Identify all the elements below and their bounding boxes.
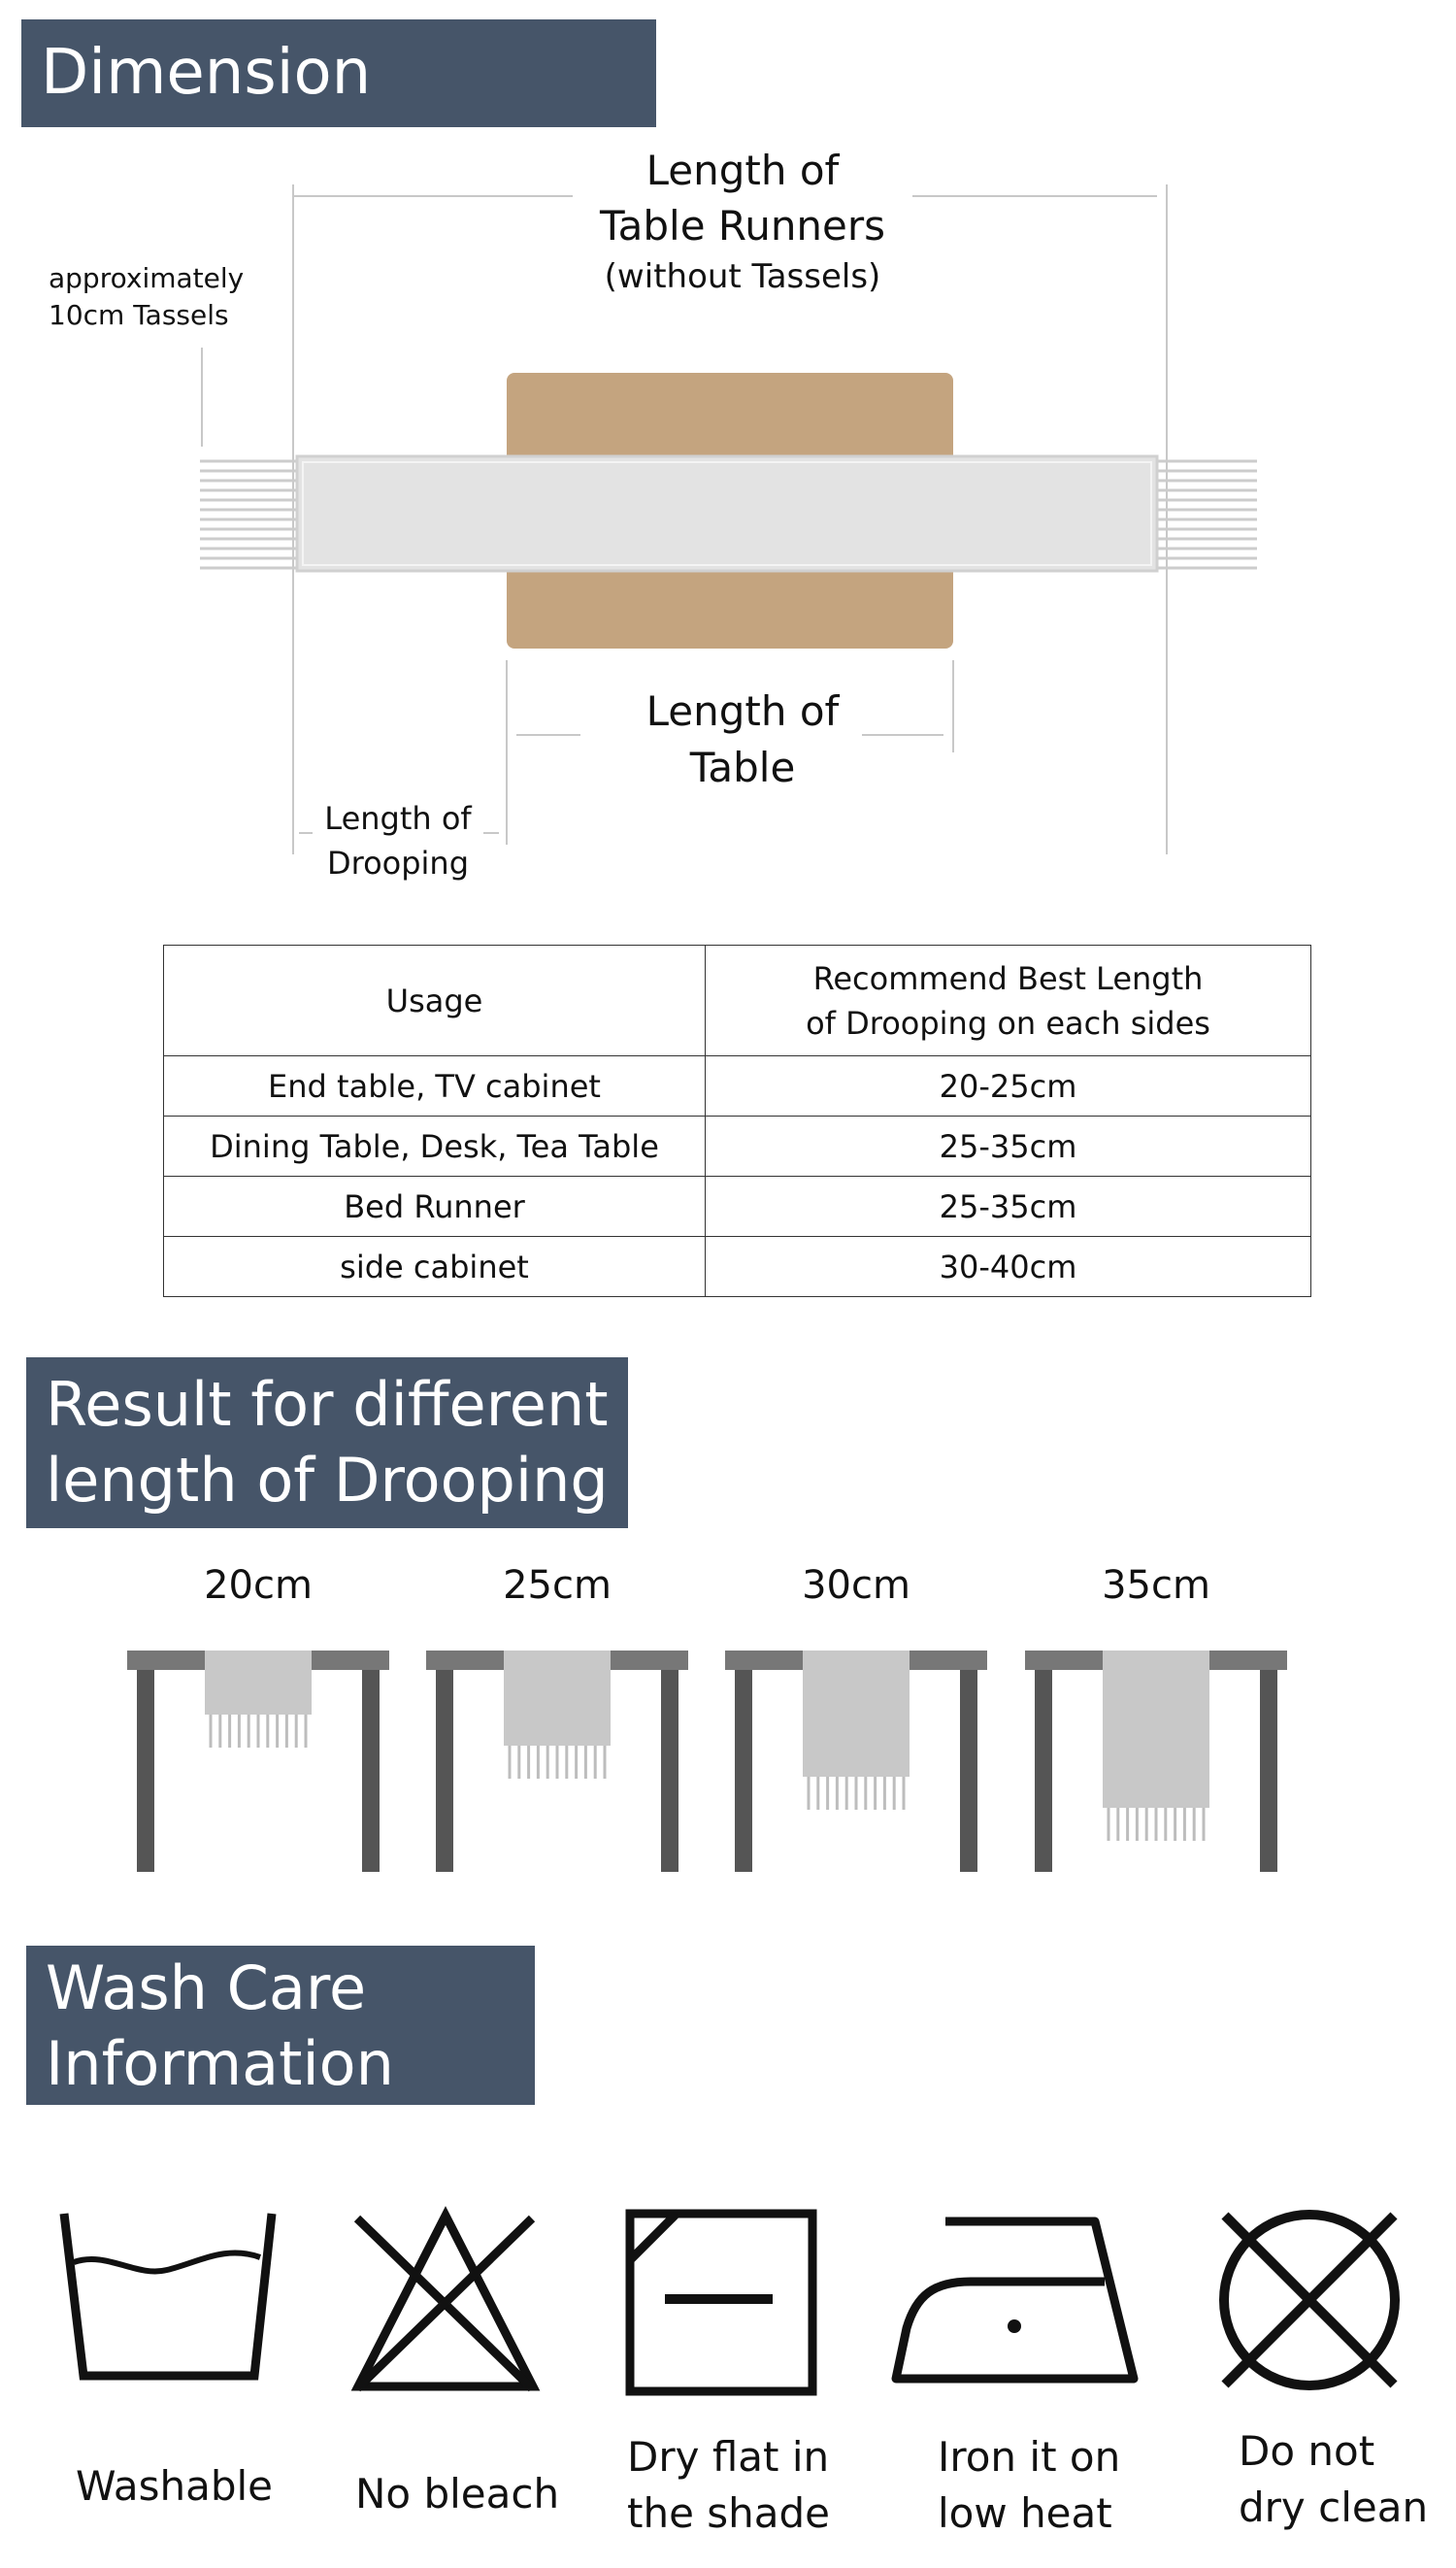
usage-table: Usage Recommend Best Length of Drooping … <box>163 945 1311 1297</box>
example-table-leg <box>661 1670 678 1872</box>
example-runner <box>803 1651 910 1777</box>
care-label-iron: Iron it on low heat <box>938 2433 1121 2537</box>
table-row: End table, TV cabinet 20-25cm <box>163 1055 1311 1117</box>
drooping-length-label: Length of Drooping <box>324 800 472 882</box>
table-row: side cabinet 30-40cm <box>163 1236 1311 1297</box>
table-length-label: Length of Table <box>645 687 840 791</box>
care-label-washable: Washable <box>76 2462 273 2510</box>
length-cell: 20-25cm <box>705 1055 1311 1117</box>
example-runner <box>504 1651 611 1746</box>
usage-header: Usage <box>163 945 706 1056</box>
drooping-results-heading: Result for different length of Drooping <box>26 1357 628 1528</box>
table-row: Bed Runner 25-35cm <box>163 1176 1311 1237</box>
dimension-analysis-heading: Dimension Analysis <box>21 19 656 217</box>
drooping-length-value: 35cm <box>1102 1563 1210 1608</box>
example-table-leg <box>735 1670 752 1872</box>
length-cell: 25-35cm <box>705 1176 1311 1237</box>
example-runner <box>205 1651 312 1715</box>
care-label-no-bleach: No bleach <box>355 2470 560 2518</box>
table-row: Dining Table, Desk, Tea Table 25-35cm <box>163 1116 1311 1177</box>
example-table-leg <box>362 1670 380 1872</box>
drooping-example <box>127 1651 389 1872</box>
usage-cell: Dining Table, Desk, Tea Table <box>163 1116 706 1177</box>
tassel-label: approximately 10cm Tassels <box>49 262 245 331</box>
runner-length-label: Length of Table Runners (without Tassels… <box>599 147 886 296</box>
example-table-leg <box>960 1670 977 1872</box>
care-label-dry-flat: Dry flat in the shade <box>627 2433 831 2537</box>
heading-text: Dimension Analysis <box>41 37 372 217</box>
length-cell: 25-35cm <box>705 1116 1311 1177</box>
drooping-example <box>725 1651 987 1872</box>
usage-cell: Bed Runner <box>163 1176 706 1237</box>
care-label-no-dry-clean: Do not dry clean <box>1239 2427 1429 2531</box>
example-table-leg <box>1260 1670 1277 1872</box>
usage-cell: side cabinet <box>163 1236 706 1297</box>
drooping-example <box>1025 1651 1287 1872</box>
example-table-leg <box>137 1670 154 1872</box>
example-table-leg <box>436 1670 453 1872</box>
length-cell: 30-40cm <box>705 1236 1311 1297</box>
table-header-row: Usage Recommend Best Length of Drooping … <box>163 945 1311 1056</box>
dimension-diagram <box>200 184 1257 854</box>
table-runner <box>295 454 1159 573</box>
example-table-leg <box>1035 1670 1052 1872</box>
length-header: Recommend Best Length of Drooping on eac… <box>705 945 1311 1056</box>
wash-care-heading: Wash Care Information <box>26 1946 535 2105</box>
usage-cell: End table, TV cabinet <box>163 1055 706 1117</box>
drooping-length-value: 20cm <box>204 1563 313 1608</box>
drooping-length-value: 30cm <box>802 1563 910 1608</box>
drooping-example <box>426 1651 688 1872</box>
drooping-length-value: 25cm <box>503 1563 612 1608</box>
example-runner <box>1103 1651 1209 1808</box>
